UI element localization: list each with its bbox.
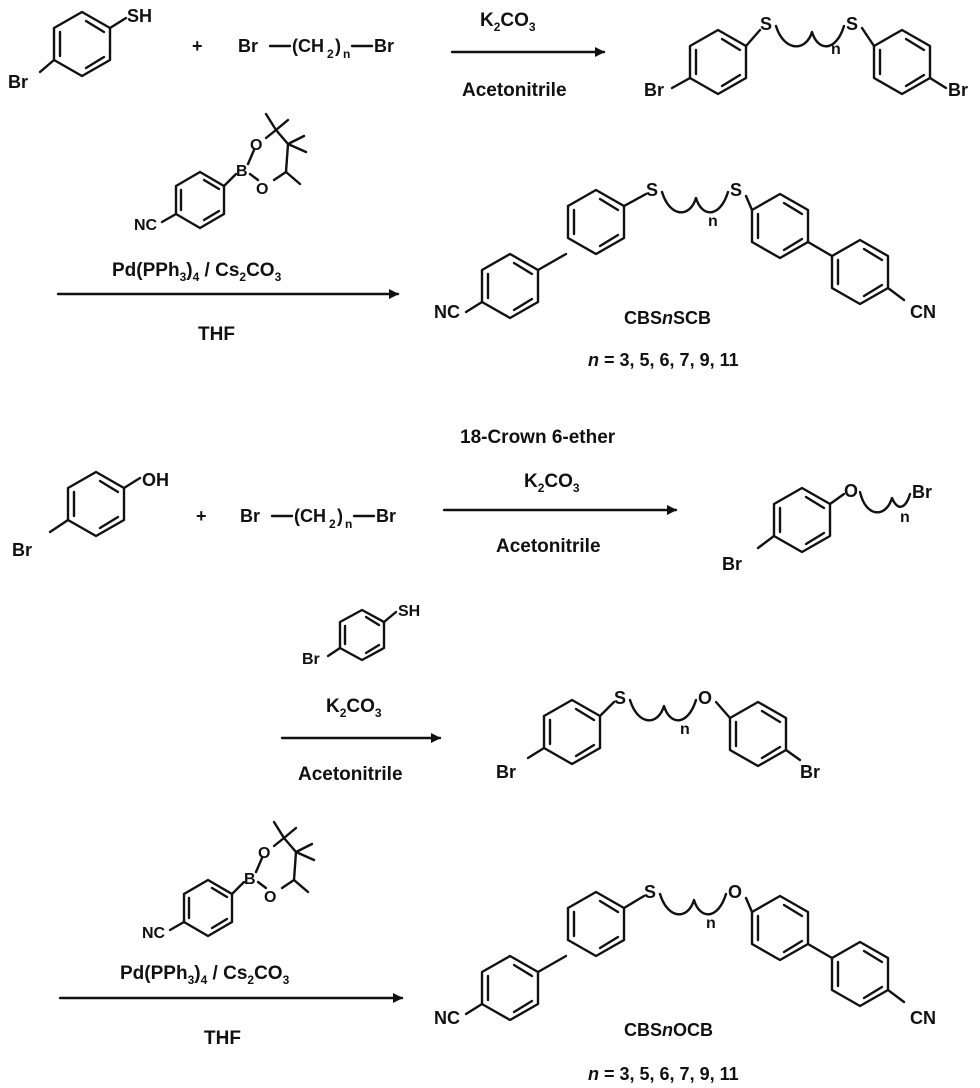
atom-oh: OH: [142, 470, 169, 490]
chain-close: ): [337, 506, 343, 526]
atom-br: Br: [240, 506, 260, 526]
dibromoalkane: Br (CH 2 ) n Br: [238, 36, 394, 61]
atom-s: S: [730, 180, 742, 200]
atom-b: B: [244, 871, 256, 888]
atom-br: Br: [644, 80, 664, 100]
atom-nc: NC: [434, 302, 460, 322]
atom-s: S: [760, 14, 772, 34]
reagent-pd-catalyst: Pd(PPh3)4 / Cs2CO3: [112, 260, 282, 284]
atom-o: O: [264, 889, 276, 906]
reagent-k2co3: K2CO3: [326, 696, 382, 720]
solvent-acetonitrile: Acetonitrile: [462, 80, 567, 101]
label-cbsnscb: CBSnSCB: [624, 308, 711, 328]
subscript-2: 2: [327, 47, 334, 61]
atom-o: O: [698, 688, 712, 708]
atom-br: Br: [238, 36, 258, 56]
subscript-n: n: [706, 915, 716, 932]
solvent-thf: THF: [204, 1028, 241, 1049]
atom-br: Br: [302, 651, 320, 668]
reagent-k2co3: K2CO3: [480, 10, 536, 34]
atom-sh: SH: [398, 603, 420, 620]
atom-br: Br: [12, 540, 32, 560]
reagent-k2co3: K2CO3: [524, 471, 580, 495]
plus-sign: +: [192, 36, 203, 56]
atom-nc: NC: [142, 925, 166, 942]
reaction-arrow-2: Pd(PPh3)4 / Cs2CO3 THF: [56, 260, 400, 345]
atom-br: Br: [912, 482, 932, 502]
bromothiophenol: SH Br: [8, 6, 152, 92]
atom-br: Br: [374, 36, 394, 56]
solvent-thf: THF: [198, 324, 235, 345]
label-cbsnocb: CBSnOCB: [624, 1020, 713, 1040]
atom-o: O: [258, 845, 270, 862]
bromothiophenol-reagent: SH Br: [302, 603, 420, 668]
atom-s: S: [644, 882, 656, 902]
subscript-n: n: [680, 721, 690, 738]
plus-sign: +: [196, 506, 207, 526]
chain-ch2: (CH: [294, 506, 326, 526]
dibromoalkane: Br (CH 2 ) n Br: [240, 506, 396, 531]
reaction-arrow-3: K2CO3 Acetonitrile: [442, 471, 678, 557]
atom-o: O: [844, 481, 858, 501]
bromophenylthio-bromophenoxy-alkane: Br S n O Br: [496, 688, 820, 782]
atom-b: B: [236, 163, 248, 180]
atom-br: Br: [376, 506, 396, 526]
subscript-2: 2: [329, 517, 336, 531]
atom-cn: CN: [910, 1008, 936, 1028]
atom-br: Br: [948, 80, 968, 100]
atom-s: S: [846, 14, 858, 34]
bromophenoxy-bromoalkane: Br O n Br: [722, 481, 932, 574]
reaction-arrow-4: K2CO3 Acetonitrile: [280, 696, 442, 785]
atom-br: Br: [722, 554, 742, 574]
cyanophenyl-boronate-2: NC B O O: [142, 820, 316, 942]
atom-s: S: [614, 688, 626, 708]
bis-bromophenylthio-alkane: Br S n S Br: [644, 14, 968, 100]
reaction-arrow-5: Pd(PPh3)4 / Cs2CO3 THF: [58, 963, 404, 1049]
atom-cn: CN: [910, 302, 936, 322]
atom-o: O: [728, 882, 742, 902]
atom-sh: SH: [127, 6, 152, 26]
label-n-values-1: n = 3, 5, 6, 7, 9, 11: [588, 350, 739, 370]
label-n-values-2: n = 3, 5, 6, 7, 9, 11: [588, 1064, 739, 1084]
atom-s: S: [646, 180, 658, 200]
reaction-arrow-1: K2CO3 Acetonitrile: [450, 10, 606, 101]
atom-o: O: [256, 181, 268, 198]
bromophenol: OH Br: [12, 470, 169, 560]
subscript-n: n: [343, 47, 350, 61]
chain-ch2: (CH: [292, 36, 324, 56]
chain-close: ): [335, 36, 341, 56]
atom-br: Br: [800, 762, 820, 782]
subscript-n: n: [900, 509, 910, 526]
cbsnscb-structure: NC S n S CN: [434, 180, 936, 322]
reagent-pd-catalyst: Pd(PPh3)4 / Cs2CO3: [120, 963, 290, 987]
subscript-n: n: [708, 213, 718, 230]
atom-nc: NC: [134, 217, 158, 234]
subscript-n: n: [831, 41, 841, 58]
reagent-crown-ether: 18-Crown 6-ether: [460, 427, 616, 448]
solvent-acetonitrile: Acetonitrile: [298, 764, 403, 785]
atom-br: Br: [496, 762, 516, 782]
subscript-n: n: [345, 517, 352, 531]
atom-o: O: [250, 137, 262, 154]
cyanophenyl-boronate-1: NC B O O: [134, 112, 308, 234]
solvent-acetonitrile: Acetonitrile: [496, 536, 601, 557]
cbsnocb-structure: NC S n O CN: [434, 882, 936, 1028]
atom-nc: NC: [434, 1008, 460, 1028]
atom-br: Br: [8, 72, 28, 92]
